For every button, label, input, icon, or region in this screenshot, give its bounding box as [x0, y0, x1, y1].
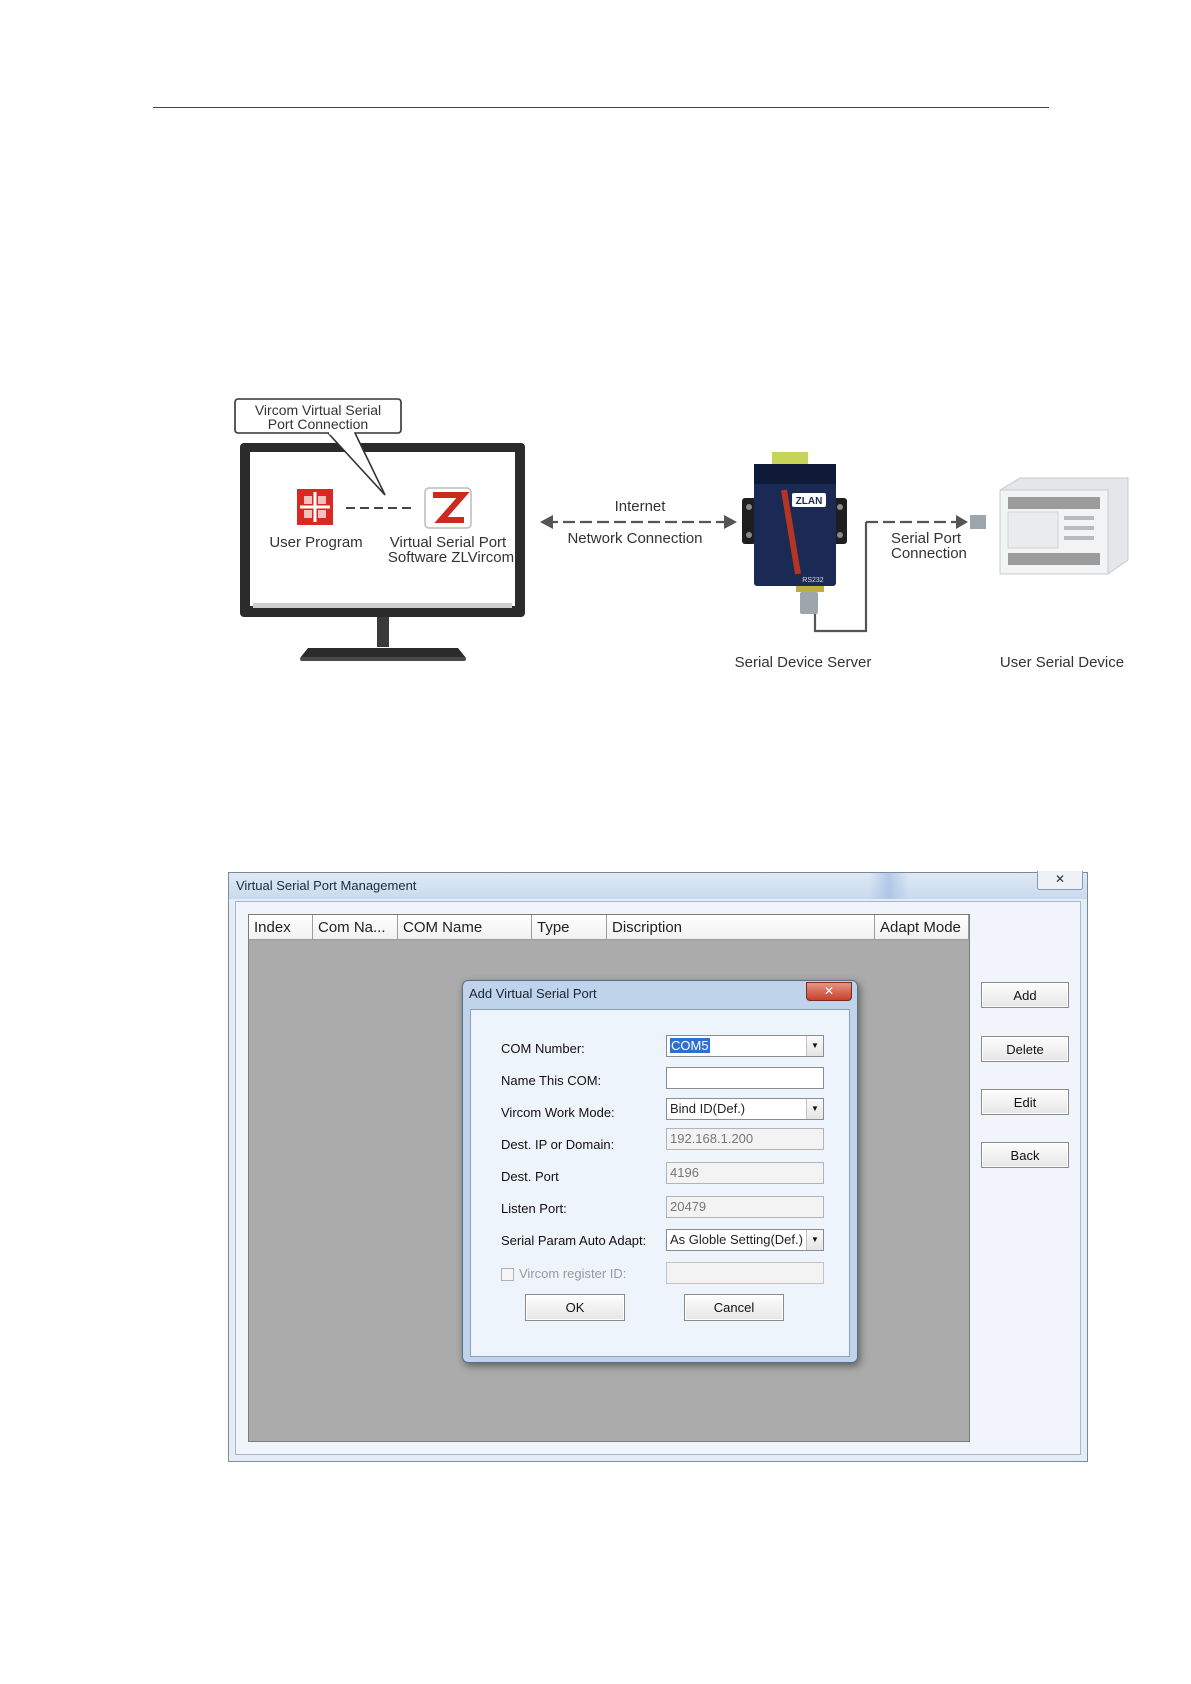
monitor-icon	[240, 443, 525, 661]
serial-device-server-icon: ZLAN RS232	[742, 452, 847, 614]
work-mode-value: Bind ID(Def.)	[670, 1101, 746, 1116]
device-brand: ZLAN	[796, 496, 823, 507]
dialog-body: COM Number: COM5 ▼ Name This COM: Vircom…	[470, 1009, 850, 1357]
name-com-label: Name This COM:	[501, 1073, 602, 1088]
com-number-label: COM Number:	[501, 1041, 585, 1056]
add-button[interactable]: Add	[981, 982, 1069, 1008]
column-type[interactable]: Type	[532, 915, 607, 940]
user-program-icon	[297, 489, 333, 525]
column-discription[interactable]: Discription	[607, 915, 875, 940]
dest-port-input[interactable]: 4196	[666, 1162, 824, 1184]
window-close-icon[interactable]: ✕	[1037, 871, 1083, 890]
serial-param-value: As Globle Setting(Def.)	[670, 1232, 803, 1247]
callout-line-2: Port Connection	[268, 416, 368, 432]
internet-label: Internet	[615, 498, 667, 515]
listen-port-input[interactable]: 20479	[666, 1196, 824, 1218]
register-id-checkbox[interactable]	[501, 1268, 514, 1281]
column-com-name[interactable]: COM Name	[398, 915, 532, 940]
column-index[interactable]: Index	[249, 915, 313, 940]
window-titlebar: Virtual Serial Port Management ✕	[229, 871, 1087, 899]
column-com-na[interactable]: Com Na...	[313, 915, 398, 940]
register-id-input[interactable]	[666, 1262, 824, 1284]
work-mode-label: Vircom Work Mode:	[501, 1105, 615, 1120]
user-serial-device-label: User Serial Device	[1000, 654, 1124, 671]
chevron-down-icon[interactable]: ▼	[806, 1099, 823, 1119]
zlvircom-icon	[424, 487, 472, 529]
cancel-button[interactable]: Cancel	[684, 1294, 784, 1321]
dialog-close-icon[interactable]: ✕	[806, 982, 852, 1001]
header-rule	[153, 107, 1049, 108]
back-button[interactable]: Back	[981, 1142, 1069, 1168]
serial-param-label: Serial Param Auto Adapt:	[501, 1233, 647, 1248]
dest-ip-label: Dest. IP or Domain:	[501, 1137, 615, 1152]
vsp-software-line-1: Virtual Serial Port	[390, 534, 507, 551]
serial-port-conn-line-1: Serial Port	[891, 530, 962, 547]
network-arrow	[540, 515, 737, 529]
titlebar-glass	[869, 873, 909, 899]
callout-line-1: Vircom Virtual Serial	[255, 402, 381, 418]
device-model: RS232	[802, 577, 824, 584]
vsp-software-line-2: Software ZLVircom	[388, 549, 514, 566]
listen-port-label: Listen Port:	[501, 1201, 567, 1216]
window-title: Virtual Serial Port Management	[236, 878, 417, 893]
serial-param-select[interactable]: As Globle Setting(Def.) ▼	[666, 1229, 824, 1251]
serial-port-conn-line-2: Connection	[891, 545, 967, 562]
delete-button[interactable]: Delete	[981, 1036, 1069, 1062]
serial-cable	[813, 522, 868, 633]
edit-button[interactable]: Edit	[981, 1089, 1069, 1115]
dest-ip-input[interactable]: 192.168.1.200	[666, 1128, 824, 1150]
network-connection-label: Network Connection	[567, 530, 702, 547]
ok-button[interactable]: OK	[525, 1294, 625, 1321]
port-list-header: Index Com Na... COM Name Type Discriptio…	[249, 915, 969, 940]
network-diagram: Vircom Virtual Serial Port Connection Us…	[234, 398, 1129, 671]
user-serial-device-icon	[999, 477, 1129, 575]
add-vsp-dialog: Add Virtual Serial Port ✕ COM Number: CO…	[462, 980, 858, 1363]
com-number-select[interactable]: COM5 ▼	[666, 1035, 824, 1057]
register-id-label: Vircom register ID:	[519, 1266, 627, 1281]
com-number-value: COM5	[670, 1038, 710, 1053]
column-adapt-mode[interactable]: Adapt Mode	[875, 915, 969, 940]
chevron-down-icon[interactable]: ▼	[806, 1230, 823, 1250]
work-mode-select[interactable]: Bind ID(Def.) ▼	[666, 1098, 824, 1120]
dialog-title: Add Virtual Serial Port	[469, 986, 597, 1001]
name-com-input[interactable]	[666, 1067, 824, 1089]
chevron-down-icon[interactable]: ▼	[806, 1036, 823, 1056]
callout-bubble	[234, 398, 402, 496]
user-program-label: User Program	[269, 534, 362, 551]
dest-port-label: Dest. Port	[501, 1169, 559, 1184]
serial-device-server-label: Serial Device Server	[735, 654, 872, 671]
